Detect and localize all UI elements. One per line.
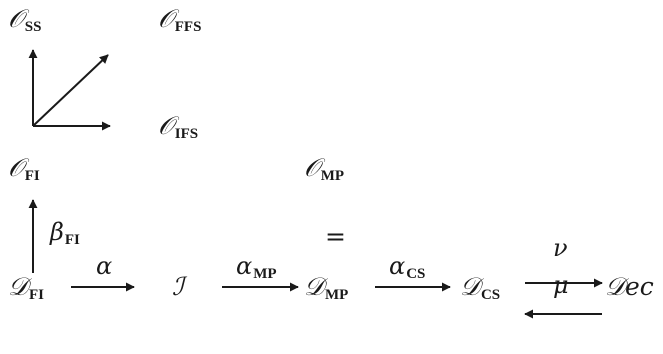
node-o-mp: 𝒪MP — [304, 153, 345, 184]
node-o-ffs: 𝒪FFS — [158, 4, 202, 35]
node-o-ss: 𝒪SS — [8, 4, 42, 35]
node-o-fi: 𝒪FI — [8, 153, 40, 184]
node-i: ℐ — [172, 272, 184, 301]
equals-sign: = — [325, 222, 346, 251]
label-nu: ν — [553, 234, 568, 262]
node-o-ifs: 𝒪IFS — [158, 111, 199, 142]
label-alpha: α — [96, 252, 113, 280]
node-d-mp: 𝒟MP — [304, 272, 349, 303]
label-alpha-mp: αMP — [236, 252, 277, 282]
node-d-fi: 𝒟FI — [8, 272, 44, 303]
node-dec: 𝒟ec — [605, 272, 654, 301]
label-alpha-cs: αCS — [389, 252, 426, 282]
axis-diagonal-arrow — [32, 54, 109, 127]
label-beta-fi: βFI — [50, 218, 80, 248]
label-mu: μ — [553, 271, 569, 299]
node-d-cs: 𝒟CS — [460, 272, 501, 303]
